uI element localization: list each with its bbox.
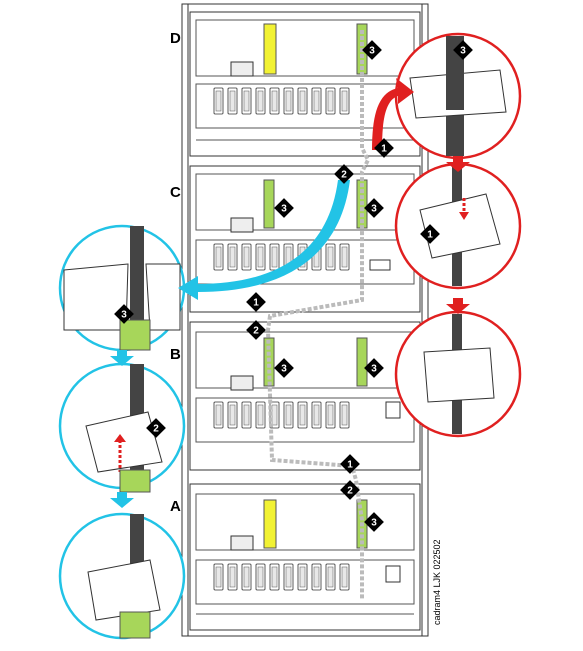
cyan-callout-top [58, 224, 186, 352]
svg-text:3: 3 [460, 46, 466, 57]
shelf-label-c: C [170, 184, 181, 201]
svg-text:3: 3 [281, 204, 287, 215]
svg-text:3: 3 [121, 310, 127, 321]
drawing-id: cadram4 LJK 022502 [432, 539, 442, 625]
svg-text:1: 1 [381, 144, 387, 155]
svg-text:3: 3 [281, 364, 287, 375]
svg-text:1: 1 [427, 230, 433, 241]
svg-text:1: 1 [347, 460, 353, 471]
step-badge-1: 1 [340, 454, 360, 474]
step-badge-3: 3 [364, 358, 384, 378]
yellow-cable-tag [263, 499, 277, 549]
shelf-label-d: D [170, 30, 181, 47]
red-callout-bottom [394, 310, 522, 438]
svg-text:3: 3 [369, 46, 375, 57]
step-badge-2: 2 [334, 164, 354, 184]
svg-text:2: 2 [341, 170, 347, 181]
step-badge-3: 3 [114, 304, 134, 324]
green-cable-tag [263, 337, 275, 387]
step-badge-3: 3 [364, 512, 384, 532]
step-badge-2: 2 [340, 480, 360, 500]
cable-run [265, 30, 371, 600]
cyan-arrows [110, 180, 350, 508]
svg-text:2: 2 [153, 424, 159, 435]
step-badge-3: 3 [274, 198, 294, 218]
shelf-b [189, 321, 421, 471]
red-arrows [372, 78, 470, 314]
step-badge-2: 2 [246, 320, 266, 340]
yellow-cable-tag [263, 23, 277, 75]
green-cable-tag [263, 179, 275, 229]
cyan-callout-middle [58, 362, 186, 493]
step-badge-3: 3 [453, 40, 473, 60]
step-badge-1: 1 [420, 224, 440, 244]
red-callout-middle [394, 162, 522, 290]
svg-text:1: 1 [253, 298, 259, 309]
step-badge-3: 3 [274, 358, 294, 378]
svg-text:2: 2 [253, 326, 259, 337]
shelf-label-b: B [170, 346, 181, 363]
svg-text:3: 3 [371, 518, 377, 529]
green-cable-tag [356, 337, 368, 387]
step-badge-1: 1 [374, 138, 394, 158]
step-badge-3: 3 [364, 198, 384, 218]
step-badge-2: 2 [146, 418, 166, 438]
step-badge-3: 3 [362, 40, 382, 60]
svg-text:3: 3 [371, 364, 377, 375]
svg-text:2: 2 [347, 486, 353, 497]
cyan-callout-bottom [58, 512, 186, 640]
svg-text:3: 3 [371, 204, 377, 215]
shelf-label-a: A [170, 498, 181, 515]
shelf-a [189, 483, 421, 631]
shelf-d [189, 11, 421, 157]
step-badge-1: 1 [246, 292, 266, 312]
